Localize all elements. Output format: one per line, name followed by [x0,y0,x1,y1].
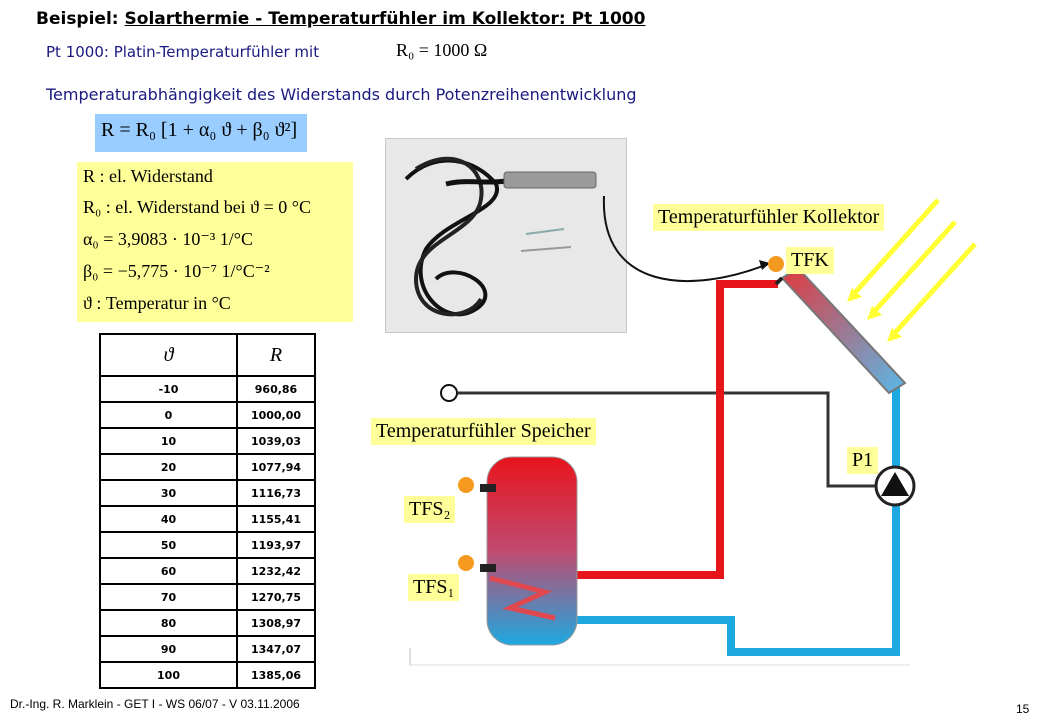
resistance-cell: 960,86 [236,375,316,403]
arrow-head-icon [759,260,770,270]
resistance-cell: 1193,97 [236,531,316,559]
sensor-tfs2-icon [458,477,474,493]
photo-connector-line [602,195,769,283]
r0-equation: R₀ = 1000 Ω [396,40,488,60]
heat-exchanger-coil [489,575,556,621]
solar-collector [780,266,907,395]
label-tfk: TFK [786,247,834,274]
resistance-cell: 1000,00 [236,401,316,429]
temperature-cell: 50 [99,531,238,559]
resistance-cell: 1270,75 [236,583,316,611]
table-header-resistance: R [236,333,316,377]
sensor-tfs1-icon [458,555,474,571]
label-tfs2: TFS₂ [404,496,456,523]
resistance-cell: 1347,07 [236,635,316,663]
resistance-cell: 1232,42 [236,557,316,585]
label-storage-sensor: Temperaturfühler Speicher [371,418,596,445]
label-tfs1: TFS₁ [408,574,460,601]
temperature-cell: 40 [99,505,238,533]
resistance-cell: 1308,97 [236,609,316,637]
label-pump: P1 [847,447,879,474]
resistance-cell: 1116,73 [236,479,316,507]
title-prefix: Beispiel: [36,9,125,29]
resistance-cell: 1385,06 [236,661,316,689]
label-collector-sensor: Temperaturfühler Kollektor [653,204,885,231]
title-text: Solarthermie - Temperaturfühler im Kolle… [124,9,646,29]
sun-ray-arrow-icons [847,288,902,342]
table-header-temperature: ϑ [99,333,238,377]
legend-item: R₀ : el. Widerstand bei ϑ = 0 °C [83,197,311,217]
control-line [458,391,878,488]
resistance-formula: R = R₀ [1 + α₀ ϑ + β₀ ϑ²] [101,119,298,141]
legend-item: ϑ : Temperatur in °C [83,293,231,313]
resistance-cell: 1039,03 [236,427,316,455]
sensor-photo [385,138,627,333]
intro-line-1: Pt 1000: Platin-Temperaturfühler mit [46,43,320,61]
resistance-formula-box: R = R₀ [1 + α₀ ϑ + β₀ ϑ²] [95,114,307,152]
intro-line-2: Temperaturabhängigkeit des Widerstands d… [46,85,637,104]
storage-tank [486,456,578,646]
temperature-cell: -10 [99,375,238,403]
page-number: 15 [1016,702,1030,716]
footer-text: Dr.-Ing. R. Marklein - GET I - WS 06/07 … [10,697,300,711]
sensor-tfk-icon [768,256,784,272]
temperature-cell: 30 [99,479,238,507]
temperature-cell: 100 [99,661,238,689]
temperature-cell: 90 [99,635,238,663]
temperature-cell: 10 [99,427,238,455]
slide-title: Beispiel: Solarthermie - Temperaturfühle… [36,9,645,29]
legend-item: R : el. Widerstand [83,166,213,186]
temperature-cell: 20 [99,453,238,481]
resistance-cell: 1077,94 [236,453,316,481]
temperature-cell: 80 [99,609,238,637]
sensor-cable-illustration [404,156,597,317]
symbol-legend-box: R : el. Widerstand R₀ : el. Widerstand b… [77,162,353,322]
hot-pipe [488,280,778,579]
cold-pipe [488,386,900,656]
sun-rays [850,198,977,338]
legend-item: α₀ = 3,9083 · 10⁻³ 1/°C [83,229,253,249]
resistance-cell: 1155,41 [236,505,316,533]
legend-item: β₀ = −5,775 · 10⁻⁷ 1/°C⁻² [83,261,270,281]
temperature-cell: 0 [99,401,238,429]
control-terminal-icon [440,384,458,402]
temperature-cell: 70 [99,583,238,611]
temperature-cell: 60 [99,557,238,585]
